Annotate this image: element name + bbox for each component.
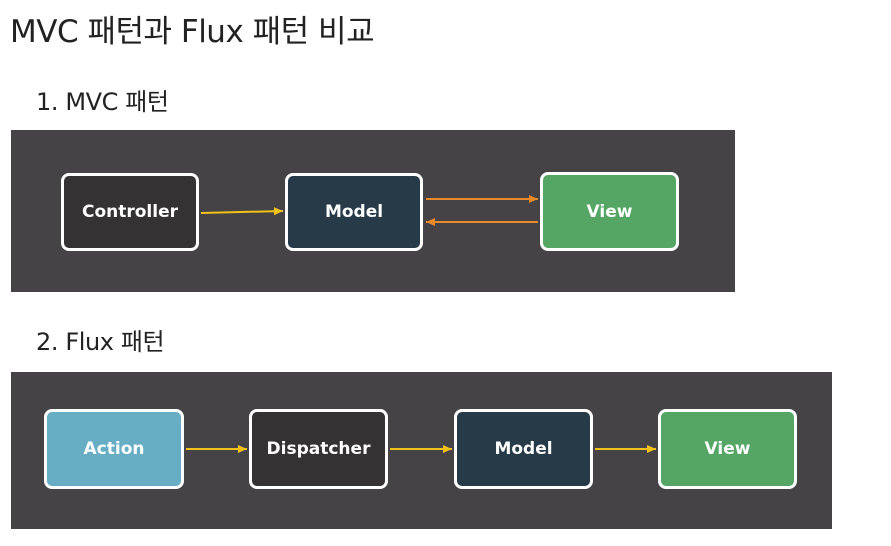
flux-model-node: Model [454, 409, 593, 489]
mvc-view-node: View [540, 172, 679, 251]
mvc-section-title: 1. MVC 패턴 [36, 88, 169, 116]
mvc-controller-node: Controller [61, 173, 199, 251]
flux-section-title: 2. Flux 패턴 [36, 328, 165, 356]
flux-dispatcher-node: Dispatcher [249, 409, 388, 489]
flux-action-node: Action [44, 409, 184, 489]
flux-view-node: View [658, 409, 797, 489]
page-title: MVC 패턴과 Flux 패턴 비교 [10, 14, 375, 50]
mvc-model-node: Model [285, 173, 423, 251]
